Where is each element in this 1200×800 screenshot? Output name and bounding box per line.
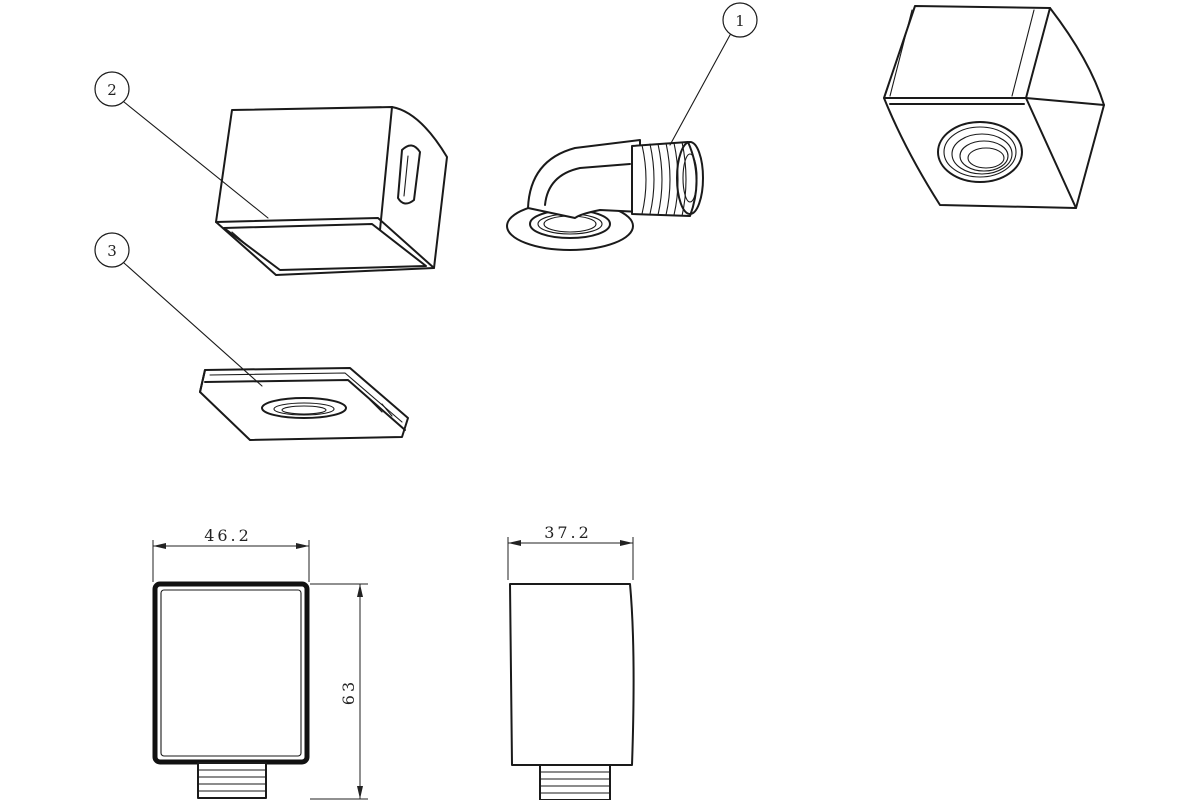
height-dimension: 63: [339, 679, 358, 705]
cover-housing-icon: [215, 106, 448, 276]
balloon-3: 3: [94, 232, 263, 387]
side-view: 37.2: [507, 523, 635, 800]
front-width-dimension: 46.2: [204, 526, 252, 545]
balloon-3-label: 3: [107, 242, 117, 260]
balloon-callouts: 1 2 3: [94, 2, 758, 387]
balloon-2-label: 2: [107, 81, 117, 99]
balloon-1-label: 1: [735, 12, 745, 30]
balloon-1: 1: [669, 2, 758, 146]
side-width-dimension: 37.2: [544, 523, 592, 542]
front-view: 46.2 63: [152, 526, 368, 800]
assembled-cube-icon: [883, 5, 1105, 209]
mounting-plate-icon: [199, 367, 409, 441]
elbow-fitting-icon: [506, 139, 704, 251]
balloon-2: 2: [94, 71, 269, 219]
